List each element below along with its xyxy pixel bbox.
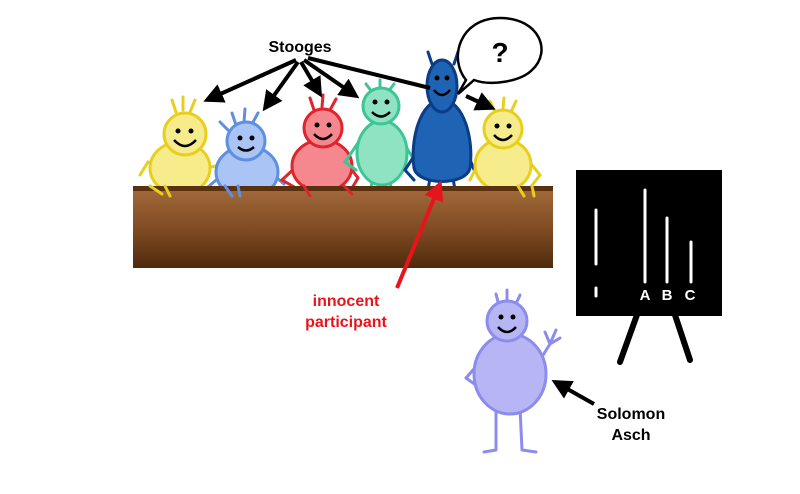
line-label-a: A <box>640 287 651 304</box>
thought-bubble: ? <box>456 16 543 95</box>
hands-on-table <box>148 184 536 198</box>
stooge-figure-4 <box>342 78 416 194</box>
line-comparison-board: A B C <box>576 170 722 365</box>
stooge-figure-2 <box>205 107 286 200</box>
stooges-arrows <box>203 56 496 112</box>
participant-arrow <box>395 180 444 289</box>
question-mark: ? <box>491 37 508 68</box>
stooge-figure-1 <box>138 95 235 196</box>
line-label-b: B <box>662 287 673 304</box>
participant-label-line1: innocent <box>313 293 380 310</box>
asch-arrow <box>551 380 595 406</box>
line-label-c: C <box>685 287 696 304</box>
stooge-figure-3 <box>279 93 360 194</box>
asch-label-line1: Solomon <box>597 406 665 423</box>
stooges-label: Stooges <box>268 39 331 56</box>
table <box>133 186 553 268</box>
solomon-asch-figure <box>464 288 562 454</box>
participant-label-line2: participant <box>305 314 387 331</box>
stooge-figure-6 <box>468 96 542 193</box>
asch-label-line2: Asch <box>611 427 650 444</box>
